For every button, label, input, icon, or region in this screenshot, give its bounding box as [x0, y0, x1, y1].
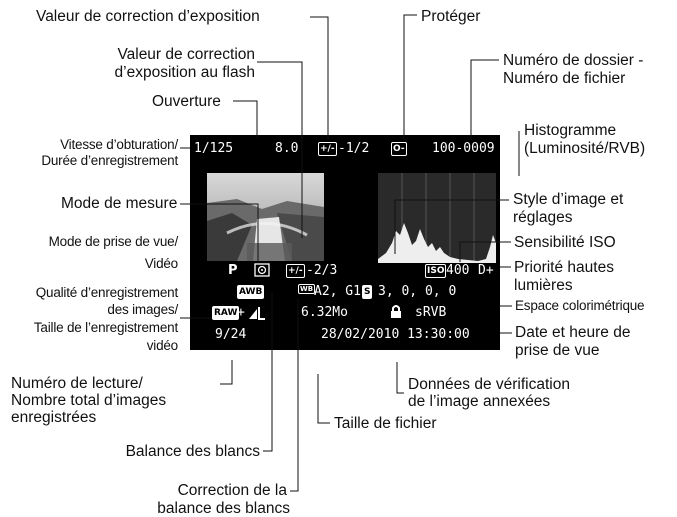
protect-icon: O- — [391, 142, 407, 156]
label-iso: Sensibilité ISO — [514, 234, 616, 251]
label-picture-style-1: Style d’image et — [513, 191, 624, 208]
label-playback-2: Nombre total d’images — [11, 392, 167, 409]
label-wb-corr-1: Correction de la — [177, 482, 287, 499]
exposure-comp-icon: +/- — [318, 142, 337, 156]
label-folder-2: Numéro de fichier — [503, 70, 626, 87]
label-quality-3: Taille de l’enregistrement — [33, 320, 178, 335]
wb-shift-value: A2, G1 — [314, 284, 361, 299]
image-size-icon — [249, 307, 265, 320]
label-highlight-1: Priorité hautes — [514, 259, 614, 276]
capture-datetime: 28/02/2010 13:30:00 — [321, 327, 470, 342]
label-datetime-2: prise de vue — [515, 342, 600, 359]
wb-icon: AWB — [237, 285, 265, 299]
picture-style-values: 3, 0, 0, 0 — [378, 284, 457, 299]
label-quality-1: Qualité d’enregistrement — [35, 285, 178, 300]
playback-counter: 9/24 — [215, 327, 247, 342]
label-verification-1: Données de vérification — [408, 376, 570, 393]
label-playback-3: enregistrées — [11, 409, 97, 426]
label-verification-2: de l’image annexées — [408, 393, 551, 410]
raw-icon: RAW — [212, 306, 240, 320]
highlight-priority: D+ — [478, 263, 494, 278]
label-quality-4: vidéo — [146, 338, 178, 353]
label-aperture: Ouverture — [152, 93, 221, 110]
picture-style-icon: S — [362, 285, 373, 299]
label-flash-comp-2: d’exposition au flash — [114, 64, 255, 81]
camera-display: 1/125 8.0 +/- -1/2 O- 100-0009 P +/- -2/… — [190, 135, 500, 350]
label-datetime-1: Date et heure de — [515, 324, 631, 341]
label-playback-1: Numéro de lecture/ — [11, 375, 143, 392]
label-file-size: Taille de fichier — [334, 415, 437, 432]
photo-thumbnail — [207, 173, 324, 261]
label-quality-2: des images/ — [107, 302, 178, 317]
label-picture-style-2: réglages — [513, 209, 573, 226]
label-highlight-2: lumières — [514, 277, 573, 294]
iso-value: 400 — [446, 263, 470, 278]
label-wb: Balance des blancs — [125, 443, 260, 460]
label-color-space: Espace colorimétrique — [515, 298, 645, 313]
file-size-value: 6.32Mo — [301, 305, 348, 320]
label-wb-corr-2: balance des blancs — [157, 500, 290, 517]
label-exposure-comp: Valeur de correction d’exposition — [36, 8, 260, 25]
shutter-value: 1/125 — [194, 141, 234, 156]
label-shooting-mode-2: Vidéo — [144, 256, 178, 271]
quality-suffix: + — [237, 305, 245, 320]
evaluative-metering-icon — [254, 263, 270, 277]
flash-comp-icon: +/- — [286, 264, 305, 278]
label-shooting-mode-1: Mode de prise de vue/ — [48, 234, 179, 249]
exposure-comp-value: -1/2 — [338, 141, 370, 156]
label-shutter-2: Durée d’enregistrement — [41, 153, 178, 168]
label-protect: Protéger — [421, 8, 481, 25]
folder-file-number: 100-0009 — [432, 141, 495, 156]
aperture-value: 8.0 — [275, 141, 299, 156]
shooting-mode: P — [228, 263, 238, 278]
iso-icon: ISO — [425, 264, 447, 278]
lock-icon — [391, 305, 401, 318]
label-metering: Mode de mesure — [61, 195, 178, 212]
label-flash-comp-1: Valeur de correction — [117, 46, 255, 63]
label-folder-1: Numéro de dossier - — [503, 52, 644, 69]
histogram-graph — [378, 173, 496, 263]
label-shutter-1: Vitesse d’obturation/ — [60, 137, 178, 152]
flash-comp-value: -2/3 — [306, 263, 338, 278]
label-histogram-2: (Luminosité/RVB) — [524, 140, 646, 157]
color-space-value: sRVB — [415, 305, 447, 320]
wb-shift-icon: WB — [298, 284, 316, 294]
label-histogram-1: Histogramme — [524, 122, 617, 139]
